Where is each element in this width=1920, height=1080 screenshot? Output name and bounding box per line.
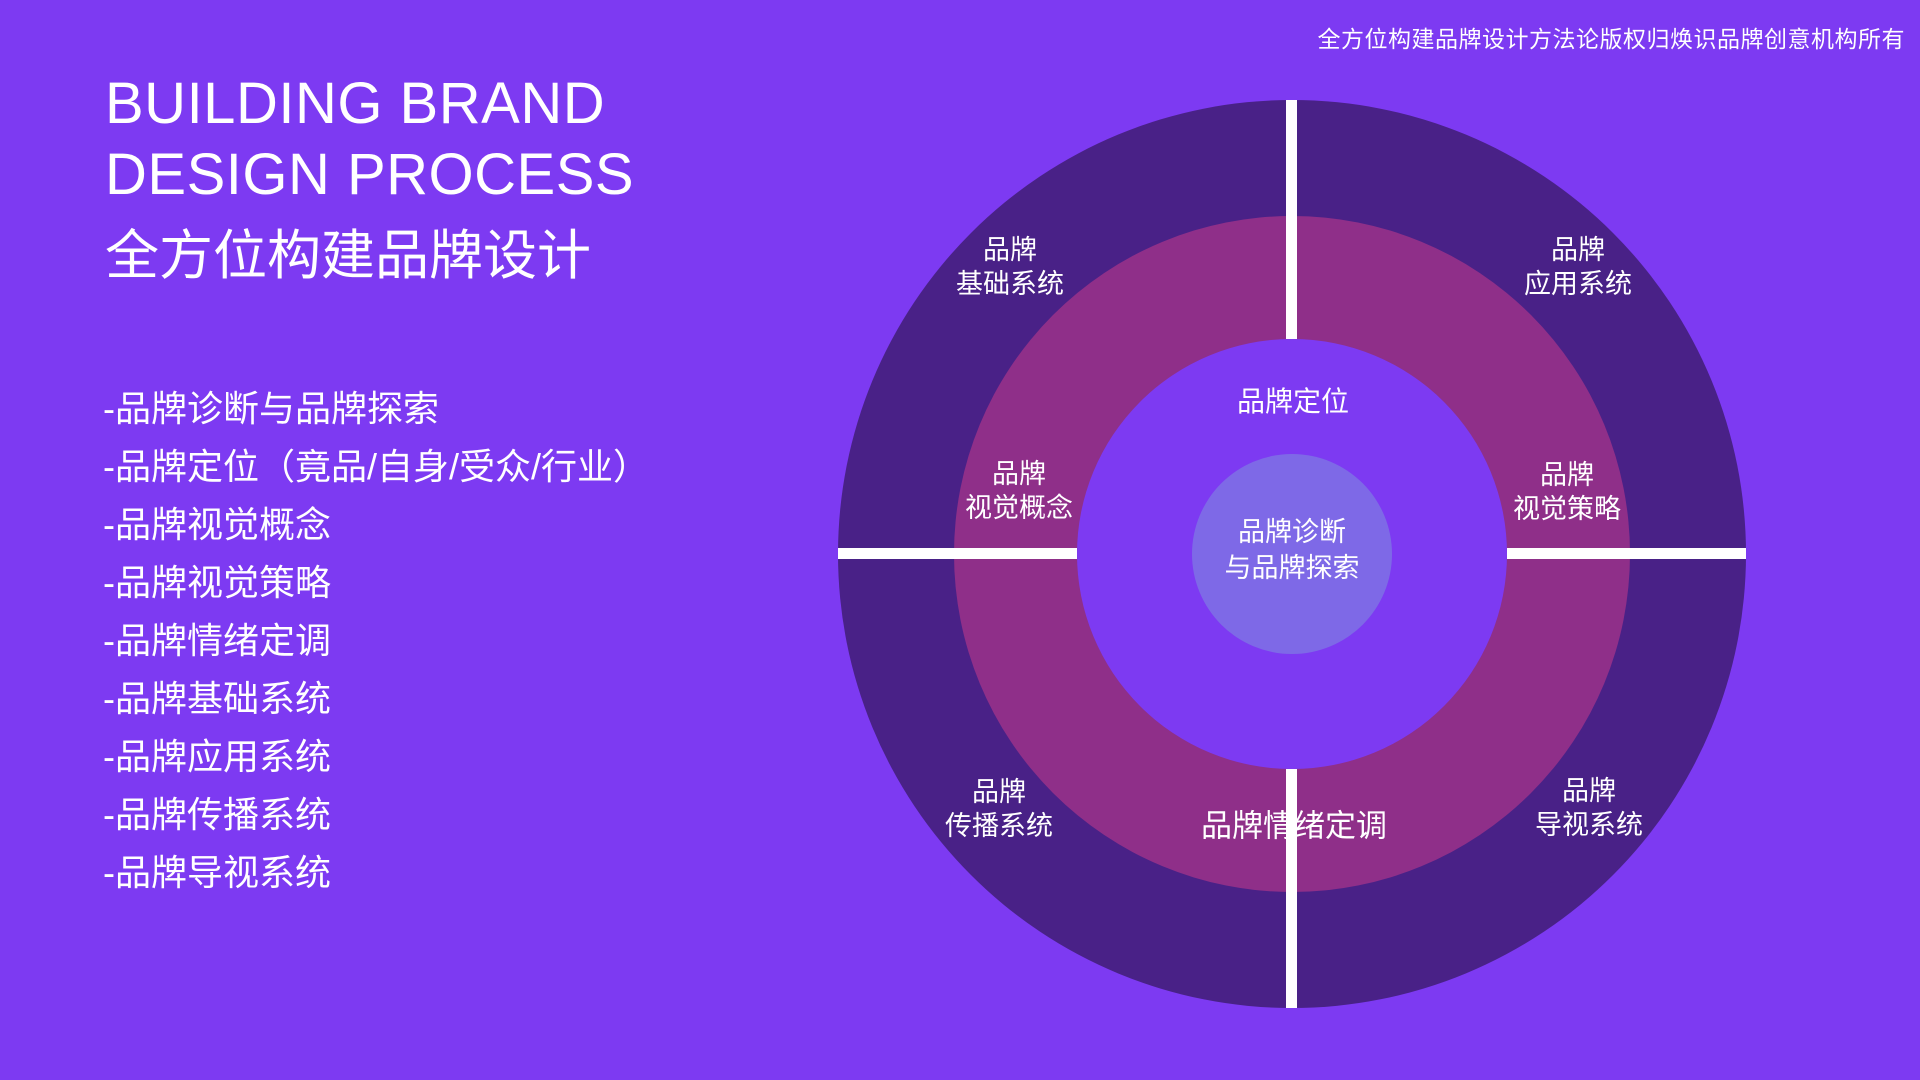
segment-label-line: 品牌 bbox=[1562, 776, 1616, 806]
list-item: -品牌情绪定调 bbox=[103, 620, 331, 661]
list-item: -品牌诊断与品牌探索 bbox=[103, 388, 439, 429]
title-english-line1: BUILDING BRAND bbox=[105, 71, 606, 136]
segment-label-brand-visual-strategy: 品牌 视觉策略 bbox=[1513, 458, 1621, 526]
segment-label-line: 导视系统 bbox=[1535, 810, 1643, 840]
list-item: -品牌导视系统 bbox=[103, 852, 331, 893]
segment-label-line: 视觉概念 bbox=[965, 493, 1073, 523]
segment-label-line: 视觉策略 bbox=[1513, 494, 1621, 524]
list-item: -品牌视觉策略 bbox=[103, 562, 331, 603]
title-chinese: 全方位构建品牌设计 bbox=[105, 226, 591, 286]
segment-label-line: 品牌 bbox=[983, 235, 1037, 265]
segment-label-brand-positioning: 品牌定位 bbox=[1236, 386, 1350, 417]
segment-label-brand-application-system: 品牌 应用系统 bbox=[1524, 233, 1632, 301]
segment-label-brand-foundation-system: 品牌 基础系统 bbox=[956, 233, 1064, 301]
list-item: -品牌传播系统 bbox=[103, 794, 331, 835]
segment-label-line: 应用系统 bbox=[1524, 269, 1632, 299]
segment-label-brand-visual-concept: 品牌 视觉概念 bbox=[965, 457, 1073, 525]
title-english-line2: DESIGN PROCESS bbox=[105, 142, 635, 207]
segment-label-line: 品牌 bbox=[992, 459, 1046, 489]
center-label-line: 与品牌探索 bbox=[1224, 553, 1360, 583]
copyright-notice: 全方位构建品牌设计方法论版权归焕识品牌创意机构所有 bbox=[1317, 26, 1905, 52]
list-item: -品牌定位（竟品/自身/受众/行业） bbox=[103, 446, 649, 487]
segment-label-line: 品牌 bbox=[972, 777, 1026, 807]
title-english: BUILDING BRAND DESIGN PROCESS bbox=[105, 68, 634, 210]
segment-label-line: 基础系统 bbox=[956, 269, 1064, 299]
center-circle: 品牌诊断 与品牌探索 bbox=[1192, 454, 1392, 654]
page-header: BUILDING BRAND DESIGN PROCESS 全方位构建品牌设计 bbox=[105, 68, 634, 286]
brand-process-ring-diagram: 品牌 基础系统 品牌 应用系统 品牌 传播系统 品牌 导视系统 品牌 视觉概念 … bbox=[838, 100, 1746, 1008]
divider-line-top bbox=[1286, 100, 1297, 339]
divider-line-right bbox=[1507, 548, 1746, 559]
segment-label-brand-communication-system: 品牌 传播系统 bbox=[945, 775, 1053, 843]
divider-line-bottom bbox=[1286, 769, 1297, 1008]
list-item: -品牌视觉概念 bbox=[103, 504, 331, 545]
segment-label-brand-wayfinding-system: 品牌 导视系统 bbox=[1535, 774, 1643, 842]
list-item: -品牌基础系统 bbox=[103, 678, 331, 719]
divider-line-left bbox=[838, 548, 1077, 559]
segment-label-line: 品牌 bbox=[1540, 460, 1594, 490]
process-list: -品牌诊断与品牌探索 -品牌定位（竟品/自身/受众/行业） -品牌视觉概念 -品… bbox=[103, 380, 649, 902]
segment-label-brand-emotion-tone: 品牌情绪定调 bbox=[1201, 808, 1387, 844]
center-label-line: 品牌诊断 bbox=[1238, 517, 1346, 547]
center-label-brand-diagnosis-exploration: 品牌诊断 与品牌探索 bbox=[1225, 514, 1360, 586]
segment-label-line: 品牌 bbox=[1551, 235, 1605, 265]
segment-label-line: 传播系统 bbox=[945, 811, 1053, 841]
list-item: -品牌应用系统 bbox=[103, 736, 331, 777]
